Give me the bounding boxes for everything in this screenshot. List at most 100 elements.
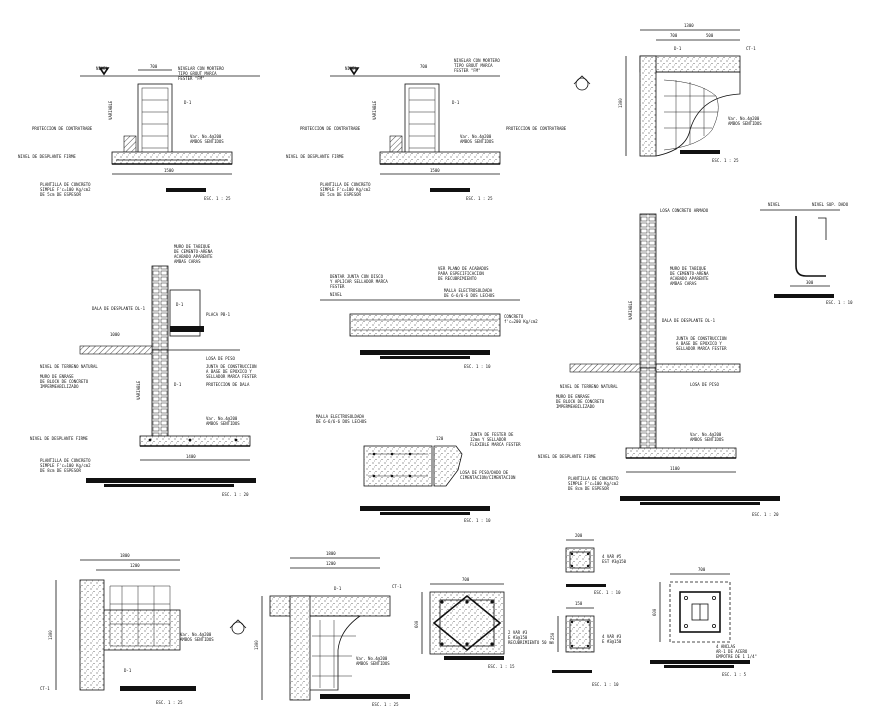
- scale-11: ESC. 1 : 15: [488, 664, 515, 669]
- label-malla-spec-6: DE 6-6/6-6 DOS LECHOS: [316, 419, 367, 424]
- detail-slab-section: NIVEL DENTAR JUNTA CON DISCO Y APLICAR S…: [320, 266, 538, 369]
- dim-200: 200: [575, 533, 583, 538]
- dim-1500-2: 1500: [430, 168, 440, 173]
- label-simple-2: SIMPLE F'c=100 Kg/cm2: [320, 187, 371, 192]
- label-desplante-7: NIVEL DE DESPLANTE FIRME: [538, 454, 596, 459]
- dim-500: 500: [706, 33, 714, 38]
- label-block-7: DE BLOCK DE CONCRETO: [556, 399, 605, 404]
- label-ver-plano: VER PLANO DE ACABADOS: [438, 266, 489, 271]
- dim-600: 600: [414, 620, 419, 628]
- label-sellador-7: SELLADOR MARCA FESTER: [676, 346, 727, 351]
- label-empotre: EMPOTRE DE 1 1/4": [716, 654, 757, 659]
- label-caras: AMBAS CARAS: [174, 259, 201, 264]
- label-est-esp: E #3@150: [508, 635, 528, 640]
- label-fester-5: FESTER: [330, 284, 345, 289]
- label-nivel-5: NIVEL: [330, 292, 343, 297]
- label-nivel-desplante: NIVEL DE DESPLANTE FIRME: [18, 154, 76, 159]
- label-variable: VARIABLE: [108, 100, 113, 120]
- label-proteccion: PROTECCION DE CONTRATRABE: [32, 126, 93, 131]
- label-aplanado: ACABADO APARENTE: [174, 254, 213, 259]
- dim-700-2: 700: [420, 64, 428, 69]
- label-d1-3: D-1: [674, 46, 682, 51]
- label-nivelar: NIVELAR CON MORTERO: [178, 66, 224, 71]
- label-losa-concreto: LOSA CONCRETO ARMADO: [660, 208, 709, 213]
- label-espesor-4: DE 8cm DE ESPESOR: [40, 468, 82, 473]
- label-losa-dado: LOSA DE PISO/DADO DE: [460, 470, 509, 475]
- scale-9: ESC. 1 : 25: [156, 700, 183, 705]
- label-malla-6: MALLA ELECTROSOLDADA: [316, 414, 365, 419]
- detail-dado-hook: NIVEL NIVEL SUP. DADO 300 ESC. 1 : 10: [760, 202, 853, 305]
- label-var-10: Var. No.4@200: [356, 656, 388, 661]
- dim-1200-2: 1200: [326, 561, 336, 566]
- dim-1800: 1800: [120, 553, 130, 558]
- detail-plan-corner-3: 1800 1200 D-1 CT-1 Var. No.4@200 AMBOS S…: [229, 551, 410, 707]
- label-flexible: FLEXIBLE MARCA FESTER: [470, 442, 521, 447]
- label-pb1: PLACA PB-1: [206, 312, 231, 317]
- label-fester-2: FESTER "FM": [454, 68, 481, 73]
- label-ct1-10: CT-1: [392, 584, 402, 589]
- label-variable-2: VARIABLE: [372, 100, 377, 120]
- label-ar1: AR-1 DE ACERO: [716, 649, 748, 654]
- label-grout: TIPO GROUT MARCA: [178, 71, 217, 76]
- dim-700-3: 700: [670, 33, 678, 38]
- label-enrase: MURO DE ENRASE: [40, 374, 74, 379]
- label-rect-est: E #3@150: [602, 639, 622, 644]
- label-variable-7: VARIABLE: [628, 300, 633, 320]
- label-ct1: CT-1: [746, 46, 756, 51]
- scale-4: ESC. 1 : 20: [222, 492, 249, 497]
- label-anclas: 4 ANCLAS: [716, 644, 736, 649]
- label-grout-2: TIPO GROUT MARCA: [454, 63, 493, 68]
- label-nivel-8: NIVEL: [768, 202, 781, 207]
- label-var-3: Var. No.4@200: [728, 116, 760, 121]
- label-est: EST #3@150: [602, 559, 627, 564]
- label-var2: 2 VAR #3: [508, 630, 528, 635]
- label-variable-4: VARIABLE: [136, 380, 141, 400]
- dim-700-14: 700: [698, 567, 706, 572]
- label-desplante-2: NIVEL DE DESPLANTE FIRME: [286, 154, 344, 159]
- label-caras-7: AMBAS CARAS: [670, 281, 697, 286]
- scale-2: ESC. 1 : 25: [466, 196, 493, 201]
- scale-3: ESC. 1 : 25: [712, 158, 739, 163]
- dim-1500: 1500: [164, 168, 174, 173]
- scale-7: ESC. 1 : 20: [752, 512, 779, 517]
- detail-column-square: 700 2 VAR #3 E #3@150 RECUBRIMIENTO 50 m…: [414, 577, 554, 669]
- label-espesor: DE 5cm DE ESPESOR: [40, 192, 82, 197]
- label-imper-7: IMPERMEABILIZADO: [556, 404, 595, 409]
- label-muro: MURO DE TABIQUE: [174, 244, 211, 249]
- label-losa: LOSA DE PISO: [206, 356, 235, 361]
- label-dala-7: DALA DE DESPLANTE DL-1: [662, 318, 716, 323]
- label-proteccion-3: PROTECCION DE CONTRATRABE: [506, 126, 567, 131]
- label-aplanado-7: ACABADO APARENTE: [670, 276, 709, 281]
- label-muro-7: MURO DE TABIQUE: [670, 266, 707, 271]
- label-d1-5: D-1: [174, 382, 182, 387]
- label-junta-dilat: JUNTA DE FESTER DE: [470, 432, 514, 437]
- label-nivelar-2: NIVELAR CON MORTERO: [454, 58, 500, 63]
- label-d1-4: D-1: [176, 302, 184, 307]
- label-var-9: Var. No.4@200: [180, 632, 212, 637]
- label-junta-7: JUNTA DE CONSTRUCCION: [676, 336, 727, 341]
- label-cemento-7: DE CEMENTO-ARENA: [670, 271, 709, 276]
- label-var4: 4 VAR #5: [602, 554, 622, 559]
- dim-700-11: 700: [462, 577, 470, 582]
- detail-column-small: 200 4 VAR #5 EST #3@150 ESC. 1 : 10: [565, 533, 627, 595]
- scale-5: ESC. 1 : 10: [464, 364, 491, 369]
- label-var-4: Var. No.4@200: [206, 416, 238, 421]
- label-prot-dala: PROTECCION DE DALA: [206, 382, 250, 387]
- label-var: Var. No.4@200: [190, 134, 222, 139]
- detail-slab-edge: MALLA ELECTROSOLDADA DE 6-6/6-6 DOS LECH…: [316, 414, 521, 523]
- dim-600-14: 600: [652, 608, 657, 616]
- label-terreno-7: NIVEL DE TERRENO NATURAL: [560, 384, 618, 389]
- label-concreto: CONCRETO: [504, 314, 524, 319]
- scale-13: ESC. 1 : 10: [592, 682, 619, 687]
- dim-700: 700: [150, 64, 158, 69]
- north-icon: [575, 77, 589, 91]
- scale-12: ESC. 1 : 10: [594, 590, 621, 595]
- dim-1800-2: 1800: [326, 551, 336, 556]
- dim-1000: 1000: [110, 332, 120, 337]
- label-plantilla-2: PLANTILLA DE CONCRETO: [320, 182, 371, 187]
- label-d1-10: D-1: [334, 586, 342, 591]
- label-dala: DALA DE DESPLANTE DL-1: [92, 306, 146, 311]
- label-ambos: AMBOS SENTIDOS: [190, 139, 224, 144]
